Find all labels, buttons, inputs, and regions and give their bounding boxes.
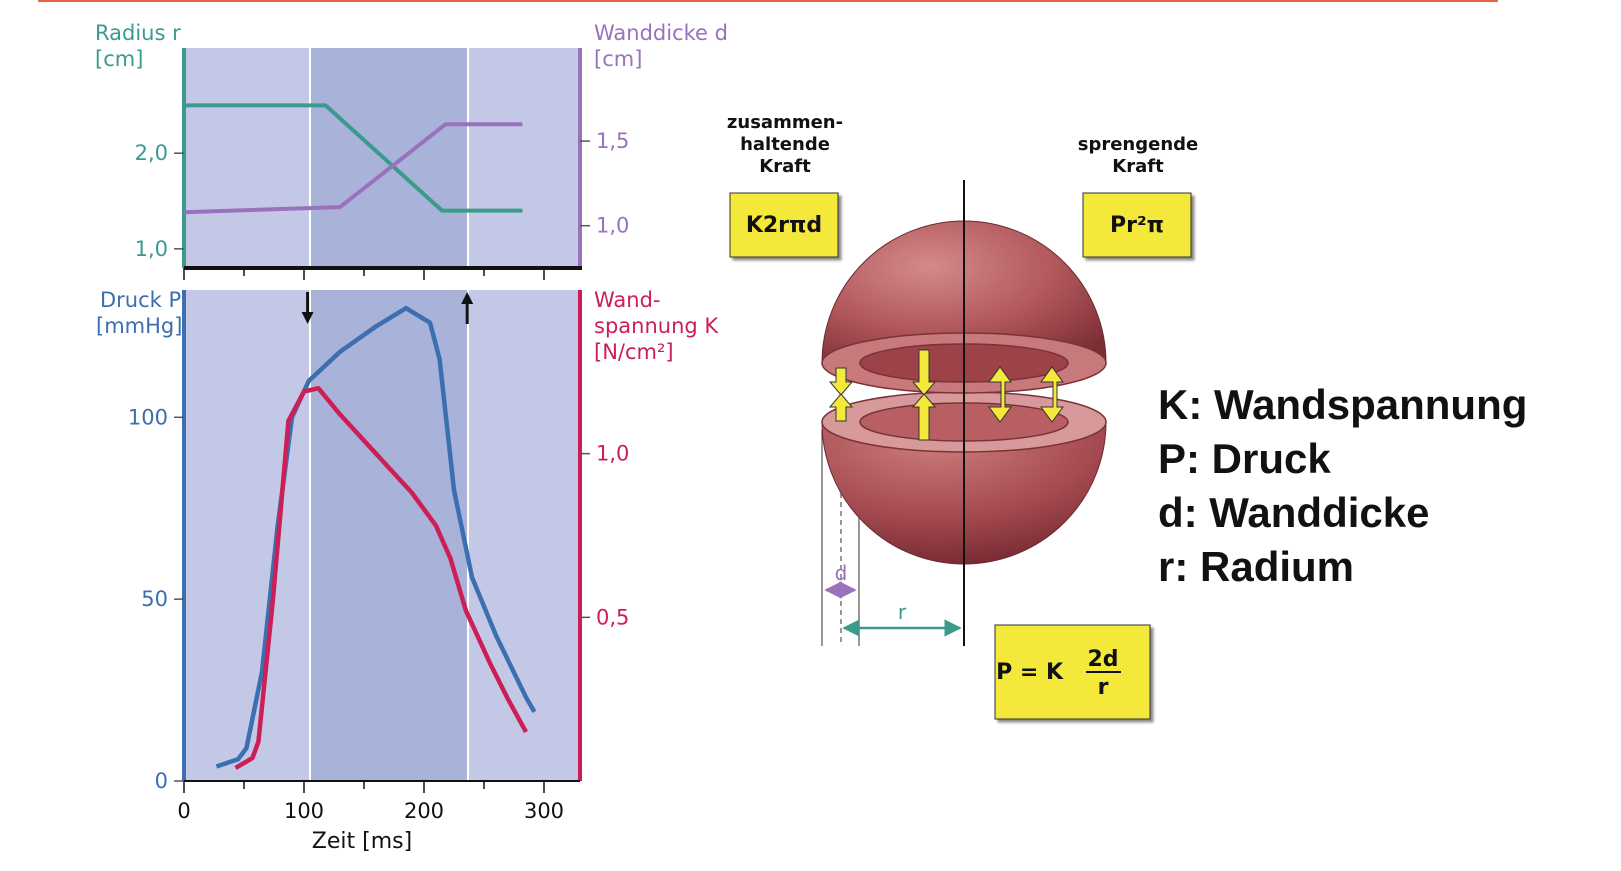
holding-force-arrow-1 [828,367,854,422]
right-axis-tick-label: 1,0 [596,214,629,238]
left-axis-tick-label: 100 [128,405,168,429]
equation-numerator: 2d [1087,647,1118,672]
wall-tension-axis-label-line3: [N/cm²] [594,340,674,364]
radius-axis-label-line2: [cm] [95,47,143,71]
time-axis-label: Zeit [ms] [312,829,412,854]
wall-tension-series-line [234,385,528,770]
holding-force-label-line2: haltende [740,134,830,155]
wall-thickness-series-line [183,122,523,215]
x-axis-tick-label: 100 [284,799,324,823]
variable-legend: K: Wandspannung P: Druck d: Wanddicke r:… [1158,378,1527,594]
legend-item-d: d: Wanddicke [1158,489,1430,536]
bursting-force-label-line2: Kraft [1112,156,1164,177]
radius-wall-thickness-chart: 2,01,0 1,51,0 Radius r [cm] Wanddicke d … [95,21,728,280]
ejection-start-arrow-head [301,312,314,324]
holding-force-label-line1: zusammen- [727,112,843,133]
ejection-end-arrow-head [461,292,474,304]
holding-force-formula: K2rπd [746,213,822,238]
bursting-force-arrow-1 [988,366,1012,423]
x-axis-tick-label: 0 [177,799,190,823]
holding-force-label-line3: Kraft [759,156,811,177]
top-accent-rule [38,0,1498,2]
wall-tension-axis-label-line1: Wand- [594,288,661,312]
pressure-axis-label-line1: Druck P [100,288,181,312]
bottom-chart-phase-bg-left [184,290,310,781]
equation-box [994,624,1151,720]
legend-item-k: K: Wandspannung [1158,381,1528,428]
bursting-force-label-line1: sprengende [1078,134,1199,155]
hemisphere-diagram: d r zusammen- haltende Kraft K2rπd spren… [727,112,1199,720]
radius-series-line [184,103,523,213]
top-chart-phase-bg-right [468,48,580,268]
radius-axis-label-line1: Radius r [95,21,181,45]
bottom-chart-phase-bg-ejection [310,290,468,781]
right-axis-tick-label: 1,0 [596,442,629,466]
holding-force-arrow-2 [911,349,937,441]
wall-tension-axis-label-line2: spannung K [594,314,719,338]
left-axis-tick-label: 50 [141,587,168,611]
right-axis-tick-label: 1,5 [596,129,629,153]
wall-thickness-axis-label-line1: Wanddicke d [594,21,728,45]
x-axis-tick-label: 300 [524,799,564,823]
left-axis-tick-label: 2,0 [135,141,168,165]
bursting-force-formula: Pr²π [1110,213,1164,238]
bursting-force-formula-box [1082,192,1192,258]
x-axis-tick-label: 200 [404,799,444,823]
holding-force-formula-box [729,192,839,258]
bottom-chart-phase-bg-right [468,290,580,781]
equation-lhs: P = K [996,660,1064,685]
left-axis-tick-label: 1,0 [135,237,168,261]
equation-denominator: r [1098,675,1109,700]
right-axis-tick-label: 0,5 [596,605,629,629]
left-axis-tick-label: 0 [155,769,168,793]
legend-item-r: r: Radium [1158,543,1355,590]
wall-thickness-axis-label-line2: [cm] [594,47,642,71]
dim-r-label: r [898,600,907,624]
bursting-force-arrow-2 [1040,366,1064,423]
dim-d-label: d [835,561,848,585]
top-chart-phase-bg-ejection [310,48,468,268]
pressure-axis-label-line2: [mmHg] [96,314,182,338]
top-chart-phase-bg-left [184,48,310,268]
legend-item-p: P: Druck [1158,435,1331,482]
pressure-series-line [215,305,537,769]
